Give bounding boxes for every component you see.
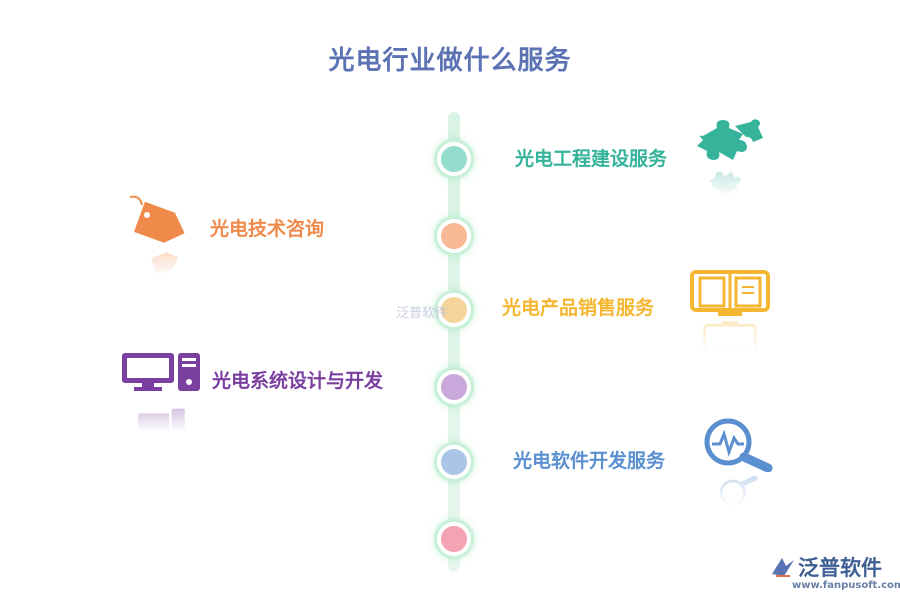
- computer-icon: [122, 353, 200, 391]
- tag-icon: [129, 195, 185, 243]
- logo-mark-icon: [772, 558, 794, 577]
- watermark: 泛普软件: [396, 306, 449, 321]
- puzzle-icon: [697, 119, 763, 160]
- puzzle-icon-reflection: [709, 171, 741, 197]
- service-label-system-design: 光电系统设计与开发: [212, 370, 384, 392]
- timeline-node-2: [437, 219, 471, 253]
- brand-logo: 泛普软件 www.fanpusoft.com: [770, 552, 900, 596]
- timeline-node-3: [437, 293, 471, 327]
- service-label-software: 光电软件开发服务: [513, 450, 666, 472]
- book-icon: [690, 270, 770, 316]
- computer-icon-reflection: [138, 408, 185, 432]
- book-icon-reflection: [703, 321, 757, 352]
- timeline-line: [448, 112, 460, 572]
- magnifier-chart-icon: [704, 418, 773, 472]
- magnifier-icon-reflection: [719, 476, 758, 506]
- timeline-node-6: [437, 522, 471, 556]
- tag-icon-reflection: [151, 252, 179, 275]
- service-label-engineering: 光电工程建设服务: [515, 148, 668, 170]
- logo-name: 泛普软件: [798, 556, 882, 580]
- logo-url: www.fanpusoft.com: [792, 580, 900, 591]
- service-label-sales: 光电产品销售服务: [502, 297, 655, 319]
- timeline-node-5: [437, 445, 471, 479]
- service-label-consulting: 光电技术咨询: [210, 218, 325, 240]
- diagram-title: 光电行业做什么服务: [328, 46, 572, 76]
- timeline-node-4: [437, 370, 471, 404]
- timeline-node-1: [437, 142, 471, 176]
